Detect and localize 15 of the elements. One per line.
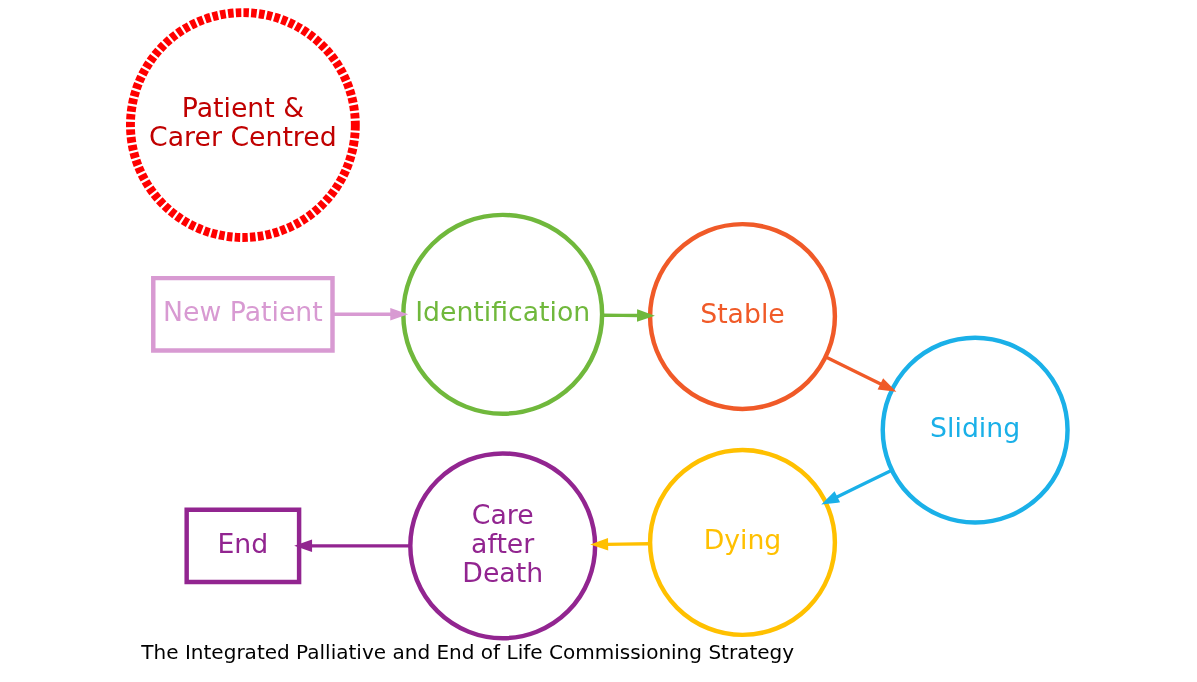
node-box: New Patient — [150, 275, 335, 353]
node-circle: Stable — [647, 221, 837, 412]
caption: The Integrated Palliative and End of Life Commissioning Strategy — [140, 639, 794, 664]
node-circle: Identification — [400, 212, 604, 416]
arrow — [332, 308, 408, 321]
arrow — [820, 468, 893, 505]
node-circle: Patient & Carer Centred — [125, 8, 360, 242]
node-box: End — [183, 507, 301, 585]
arrow — [824, 355, 896, 392]
node-circle: Care after Death — [407, 451, 597, 641]
arrow — [589, 538, 650, 551]
arrow — [293, 539, 410, 553]
node-circle: Sliding — [880, 335, 1070, 525]
node-circle: Dying — [647, 447, 837, 638]
arrow — [602, 309, 655, 322]
